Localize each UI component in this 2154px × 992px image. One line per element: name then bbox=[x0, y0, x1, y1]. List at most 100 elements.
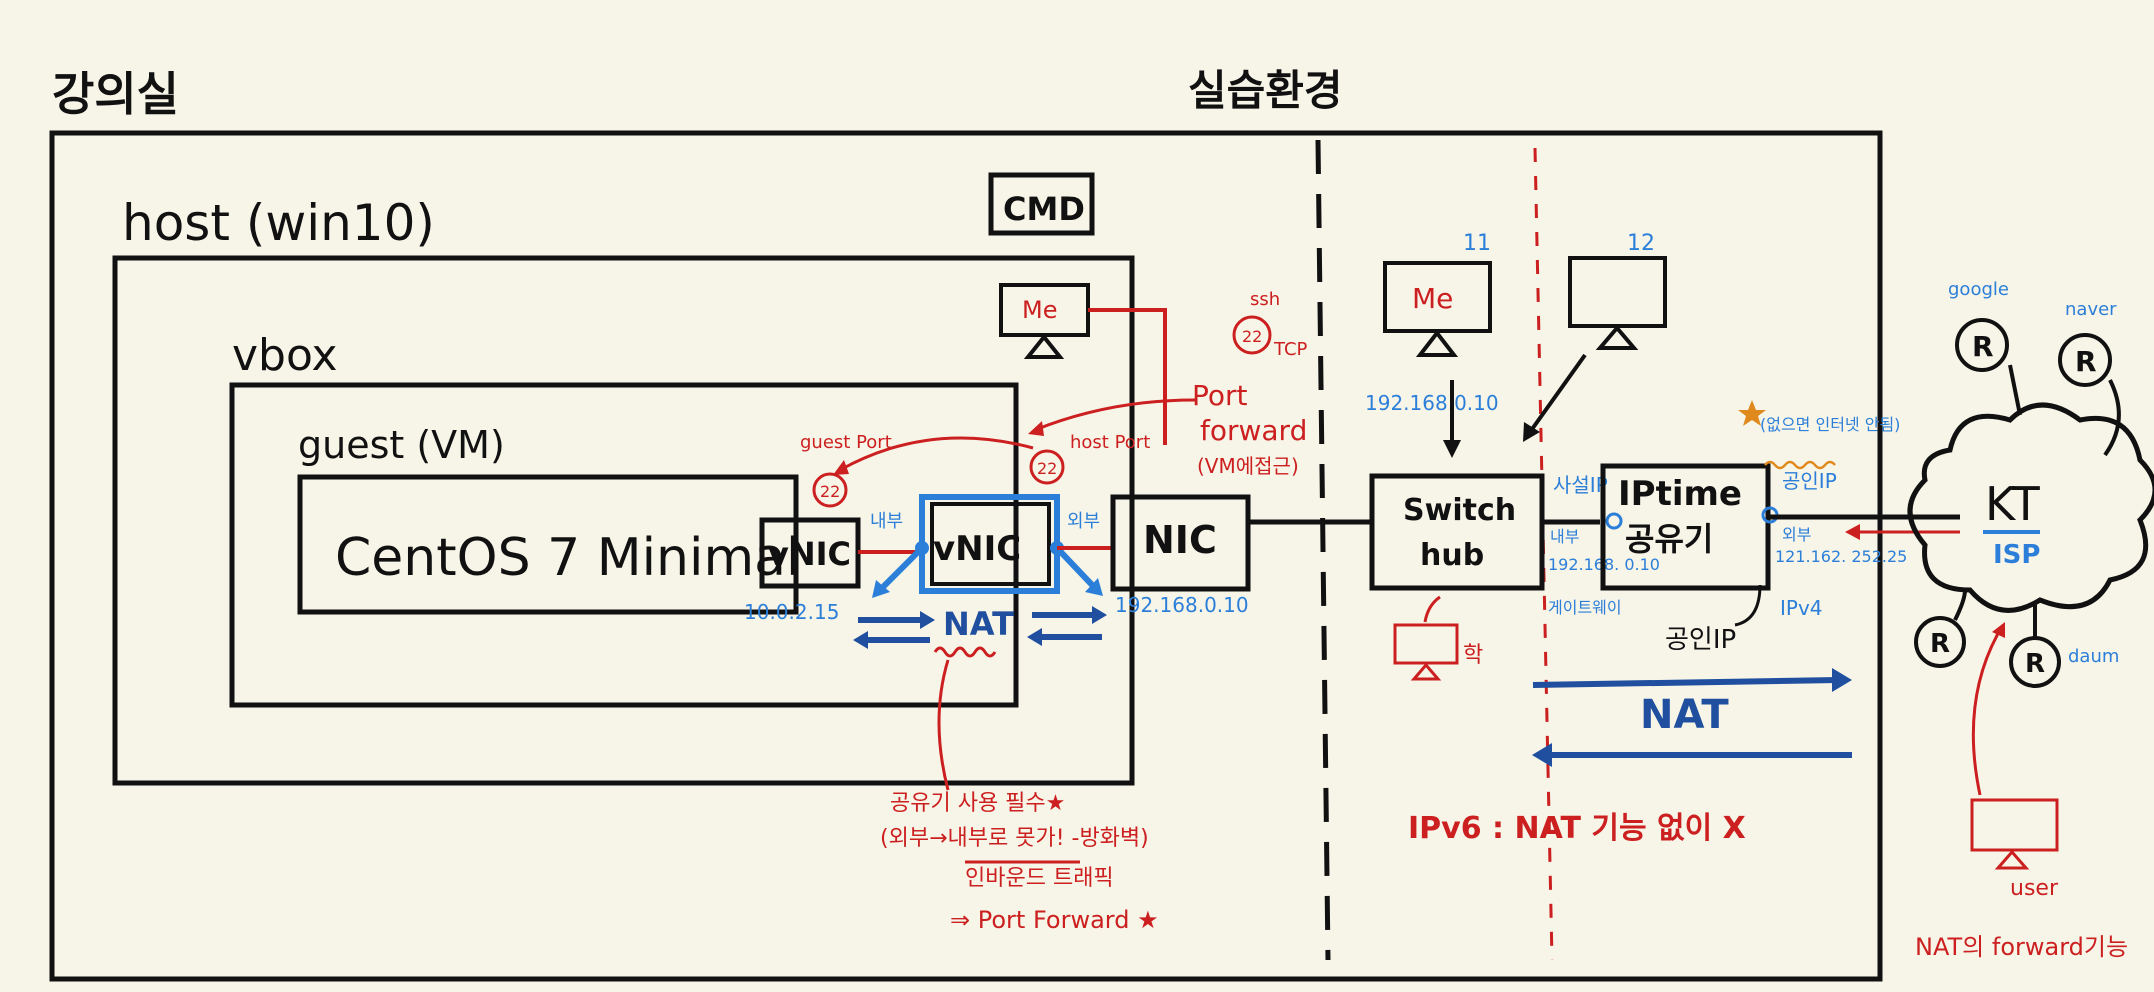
router-naver-link bbox=[2103, 379, 2121, 457]
student-monitor bbox=[1393, 623, 1459, 665]
guest-vnic-ip: 10.0.2.15 bbox=[744, 600, 839, 624]
student-arrow bbox=[1423, 595, 1441, 623]
nat-arrowhead-left-2 bbox=[1027, 628, 1042, 646]
user-label: user bbox=[2010, 876, 2059, 901]
public-ip-label: 공인IP bbox=[1665, 625, 1736, 655]
ssh-label: ssh bbox=[1250, 289, 1280, 310]
port-forward-title-1: Port bbox=[1192, 379, 1248, 412]
nat-arrowhead-left-1 bbox=[853, 631, 868, 649]
host-label: host (win10) bbox=[122, 194, 435, 252]
note-leader-line bbox=[937, 659, 950, 791]
note-star-icon bbox=[1738, 400, 1766, 426]
user-monitor bbox=[1970, 798, 2059, 852]
vnic-inside-tag: 내부 bbox=[870, 511, 903, 532]
vbox-box bbox=[229, 382, 1019, 708]
host-to-guest-arrow bbox=[839, 436, 1034, 472]
nat-arrowhead-right-2 bbox=[1092, 606, 1107, 624]
pc11-label: Me bbox=[1412, 282, 1453, 315]
host-port-num: 22 bbox=[1037, 459, 1057, 478]
host-port-circle bbox=[1029, 449, 1065, 485]
guest-port-circle bbox=[812, 472, 848, 508]
host-box bbox=[112, 255, 1135, 786]
nat-forward-note: NAT의 forward기능 bbox=[1915, 933, 2128, 961]
pc11-ip: 192.168.0.10 bbox=[1365, 391, 1499, 415]
nat-big-arrowhead-out bbox=[1832, 668, 1852, 692]
nat-inner-label: NAT bbox=[943, 605, 1014, 643]
vnic-outside-tag: 외부 bbox=[1067, 511, 1100, 532]
isp-tag: ISP bbox=[1993, 540, 2040, 570]
host-me-label: Me bbox=[1022, 296, 1057, 324]
note-line-1: 공유기 사용 필수★ bbox=[890, 791, 1065, 816]
guest-label: guest (VM) bbox=[298, 423, 505, 467]
centos-label: CentOS 7 Minimal bbox=[335, 528, 800, 588]
nat-arrowhead-right-1 bbox=[920, 611, 935, 629]
outer-port-arrowhead bbox=[1085, 578, 1103, 596]
gateway-label: 게이트웨이 bbox=[1548, 598, 1622, 617]
host-me-monitor-stand bbox=[1023, 333, 1065, 359]
private-tag: 내부 bbox=[1550, 527, 1579, 546]
router-google bbox=[1955, 318, 2009, 372]
naver-label: naver bbox=[2065, 299, 2117, 320]
outer-tag: 외부 bbox=[1782, 525, 1811, 544]
router-box bbox=[1600, 463, 1771, 591]
public-ip-address: 121.162. 252.25 bbox=[1775, 547, 1907, 566]
router-daum-symbol: R bbox=[2025, 649, 2045, 679]
isp-return-arrowhead bbox=[1845, 524, 1860, 540]
router-naver bbox=[2058, 333, 2112, 387]
router-line-1: IPtime bbox=[1618, 474, 1742, 514]
router-left-symbol: R bbox=[1930, 629, 1950, 659]
host-to-guest-arrowhead bbox=[833, 460, 849, 475]
pc11-switch-arrowhead bbox=[1443, 440, 1461, 458]
switch-line-2: hub bbox=[1420, 538, 1484, 573]
no-internet-underline bbox=[1764, 460, 1836, 470]
port-forward-arrowhead bbox=[1028, 421, 1044, 436]
vbox-label: vbox bbox=[232, 330, 338, 381]
classroom-title: 강의실 bbox=[52, 67, 179, 121]
router-left bbox=[1914, 616, 1966, 668]
nat-big-label: NAT bbox=[1640, 692, 1729, 738]
private-ip-label: 사설IP bbox=[1553, 473, 1608, 497]
daum-label: daum bbox=[2068, 646, 2119, 667]
host-port-label: host Port bbox=[1070, 432, 1150, 453]
student-label: 학 bbox=[1463, 643, 1483, 668]
vbox-vnic-box bbox=[930, 502, 1051, 586]
guest-port-label: guest Port bbox=[800, 432, 892, 453]
pc12-switch-arrow bbox=[1528, 353, 1587, 434]
port-forward-arrow bbox=[1034, 398, 1196, 432]
user-arrowhead bbox=[1992, 622, 2005, 638]
router-line-2: 공유기 bbox=[1625, 520, 1713, 558]
nic-label: NIC bbox=[1143, 518, 1217, 562]
port-forward-note: (VM에접근) bbox=[1197, 454, 1299, 478]
me-to-nic-line bbox=[1088, 308, 1167, 445]
switch-hub-box bbox=[1369, 473, 1545, 591]
user-monitor-stand bbox=[1994, 849, 2030, 870]
ssh-port-num: 22 bbox=[1242, 327, 1262, 346]
nic-box bbox=[1110, 494, 1251, 592]
router-left-link bbox=[1953, 589, 1967, 621]
pc11-monitor-stand bbox=[1415, 329, 1459, 357]
student-monitor-stand bbox=[1410, 662, 1442, 681]
pc11-number: 11 bbox=[1463, 231, 1491, 256]
ipv6-note: IPv6 : NAT 기능 없이 X bbox=[1408, 811, 1746, 846]
pc12-switch-arrowhead bbox=[1523, 422, 1540, 442]
router-google-link bbox=[2008, 364, 2022, 416]
inner-port-arrow bbox=[877, 545, 925, 593]
outer-frame bbox=[49, 130, 1883, 982]
user-arrow bbox=[1971, 629, 2002, 796]
pc12-number: 12 bbox=[1627, 231, 1655, 256]
tcp-label: TCP bbox=[1273, 339, 1308, 360]
cmd-label: CMD bbox=[1003, 190, 1085, 228]
note-line-4: ⇒ Port Forward ★ bbox=[950, 906, 1159, 934]
pc12-monitor bbox=[1568, 256, 1667, 328]
guest-box bbox=[297, 474, 799, 615]
isp-cloud bbox=[1907, 402, 2154, 613]
router-inner-port bbox=[1605, 512, 1623, 530]
pc12-monitor-stand bbox=[1595, 324, 1639, 350]
nat-big-arrowhead-in bbox=[1532, 743, 1552, 767]
port-forward-title-2: forward bbox=[1200, 414, 1307, 447]
router-naver-symbol: R bbox=[2075, 345, 2097, 378]
public-ip-tag: 공인IP bbox=[1782, 469, 1837, 493]
nic-ip: 192.168.0.10 bbox=[1115, 593, 1249, 617]
nat-boundary-line bbox=[1533, 147, 1554, 961]
public-ip-leader bbox=[1734, 584, 1762, 627]
